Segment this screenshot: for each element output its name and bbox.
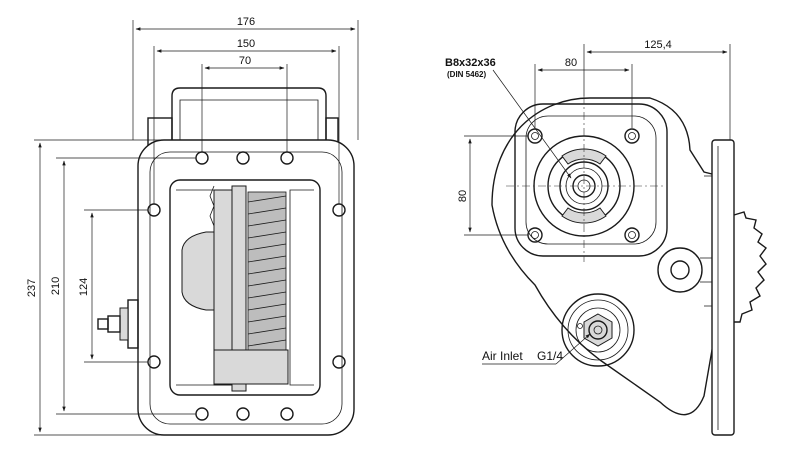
side-view: B8x32x36 (DIN 5462) Air Inlet G1/4 80 12… — [445, 39, 767, 436]
dim-237-label: 237 — [26, 279, 38, 297]
spline-standard-label: (DIN 5462) — [447, 70, 486, 79]
gear-assembly — [181, 185, 289, 392]
air-inlet-thread-label: G1/4 — [537, 349, 563, 363]
dim-210-label: 210 — [50, 277, 62, 295]
inspection-window — [169, 179, 321, 396]
side-boss — [657, 247, 712, 293]
dim-150-label: 150 — [237, 38, 255, 50]
output-gear-teeth — [733, 211, 767, 323]
dim-125-4-label: 125,4 — [644, 39, 672, 51]
dim-80-vertical-label: 80 — [457, 190, 469, 202]
dim-80-horizontal-label: 80 — [565, 57, 577, 69]
dim-124-label: 124 — [78, 278, 90, 296]
inner-flange — [514, 103, 668, 257]
air-inlet-fitting — [561, 293, 635, 367]
air-fitting-left — [97, 299, 139, 349]
housing-top — [171, 87, 327, 140]
dim-70-label: 70 — [239, 55, 251, 67]
dim-176-label: 176 — [237, 16, 255, 28]
side-mounting-plate — [711, 139, 735, 436]
spline-label: B8x32x36 — [445, 57, 496, 69]
front-view: 176 150 70 237 210 124 — [26, 16, 359, 436]
air-inlet-label: Air Inlet — [482, 349, 523, 363]
